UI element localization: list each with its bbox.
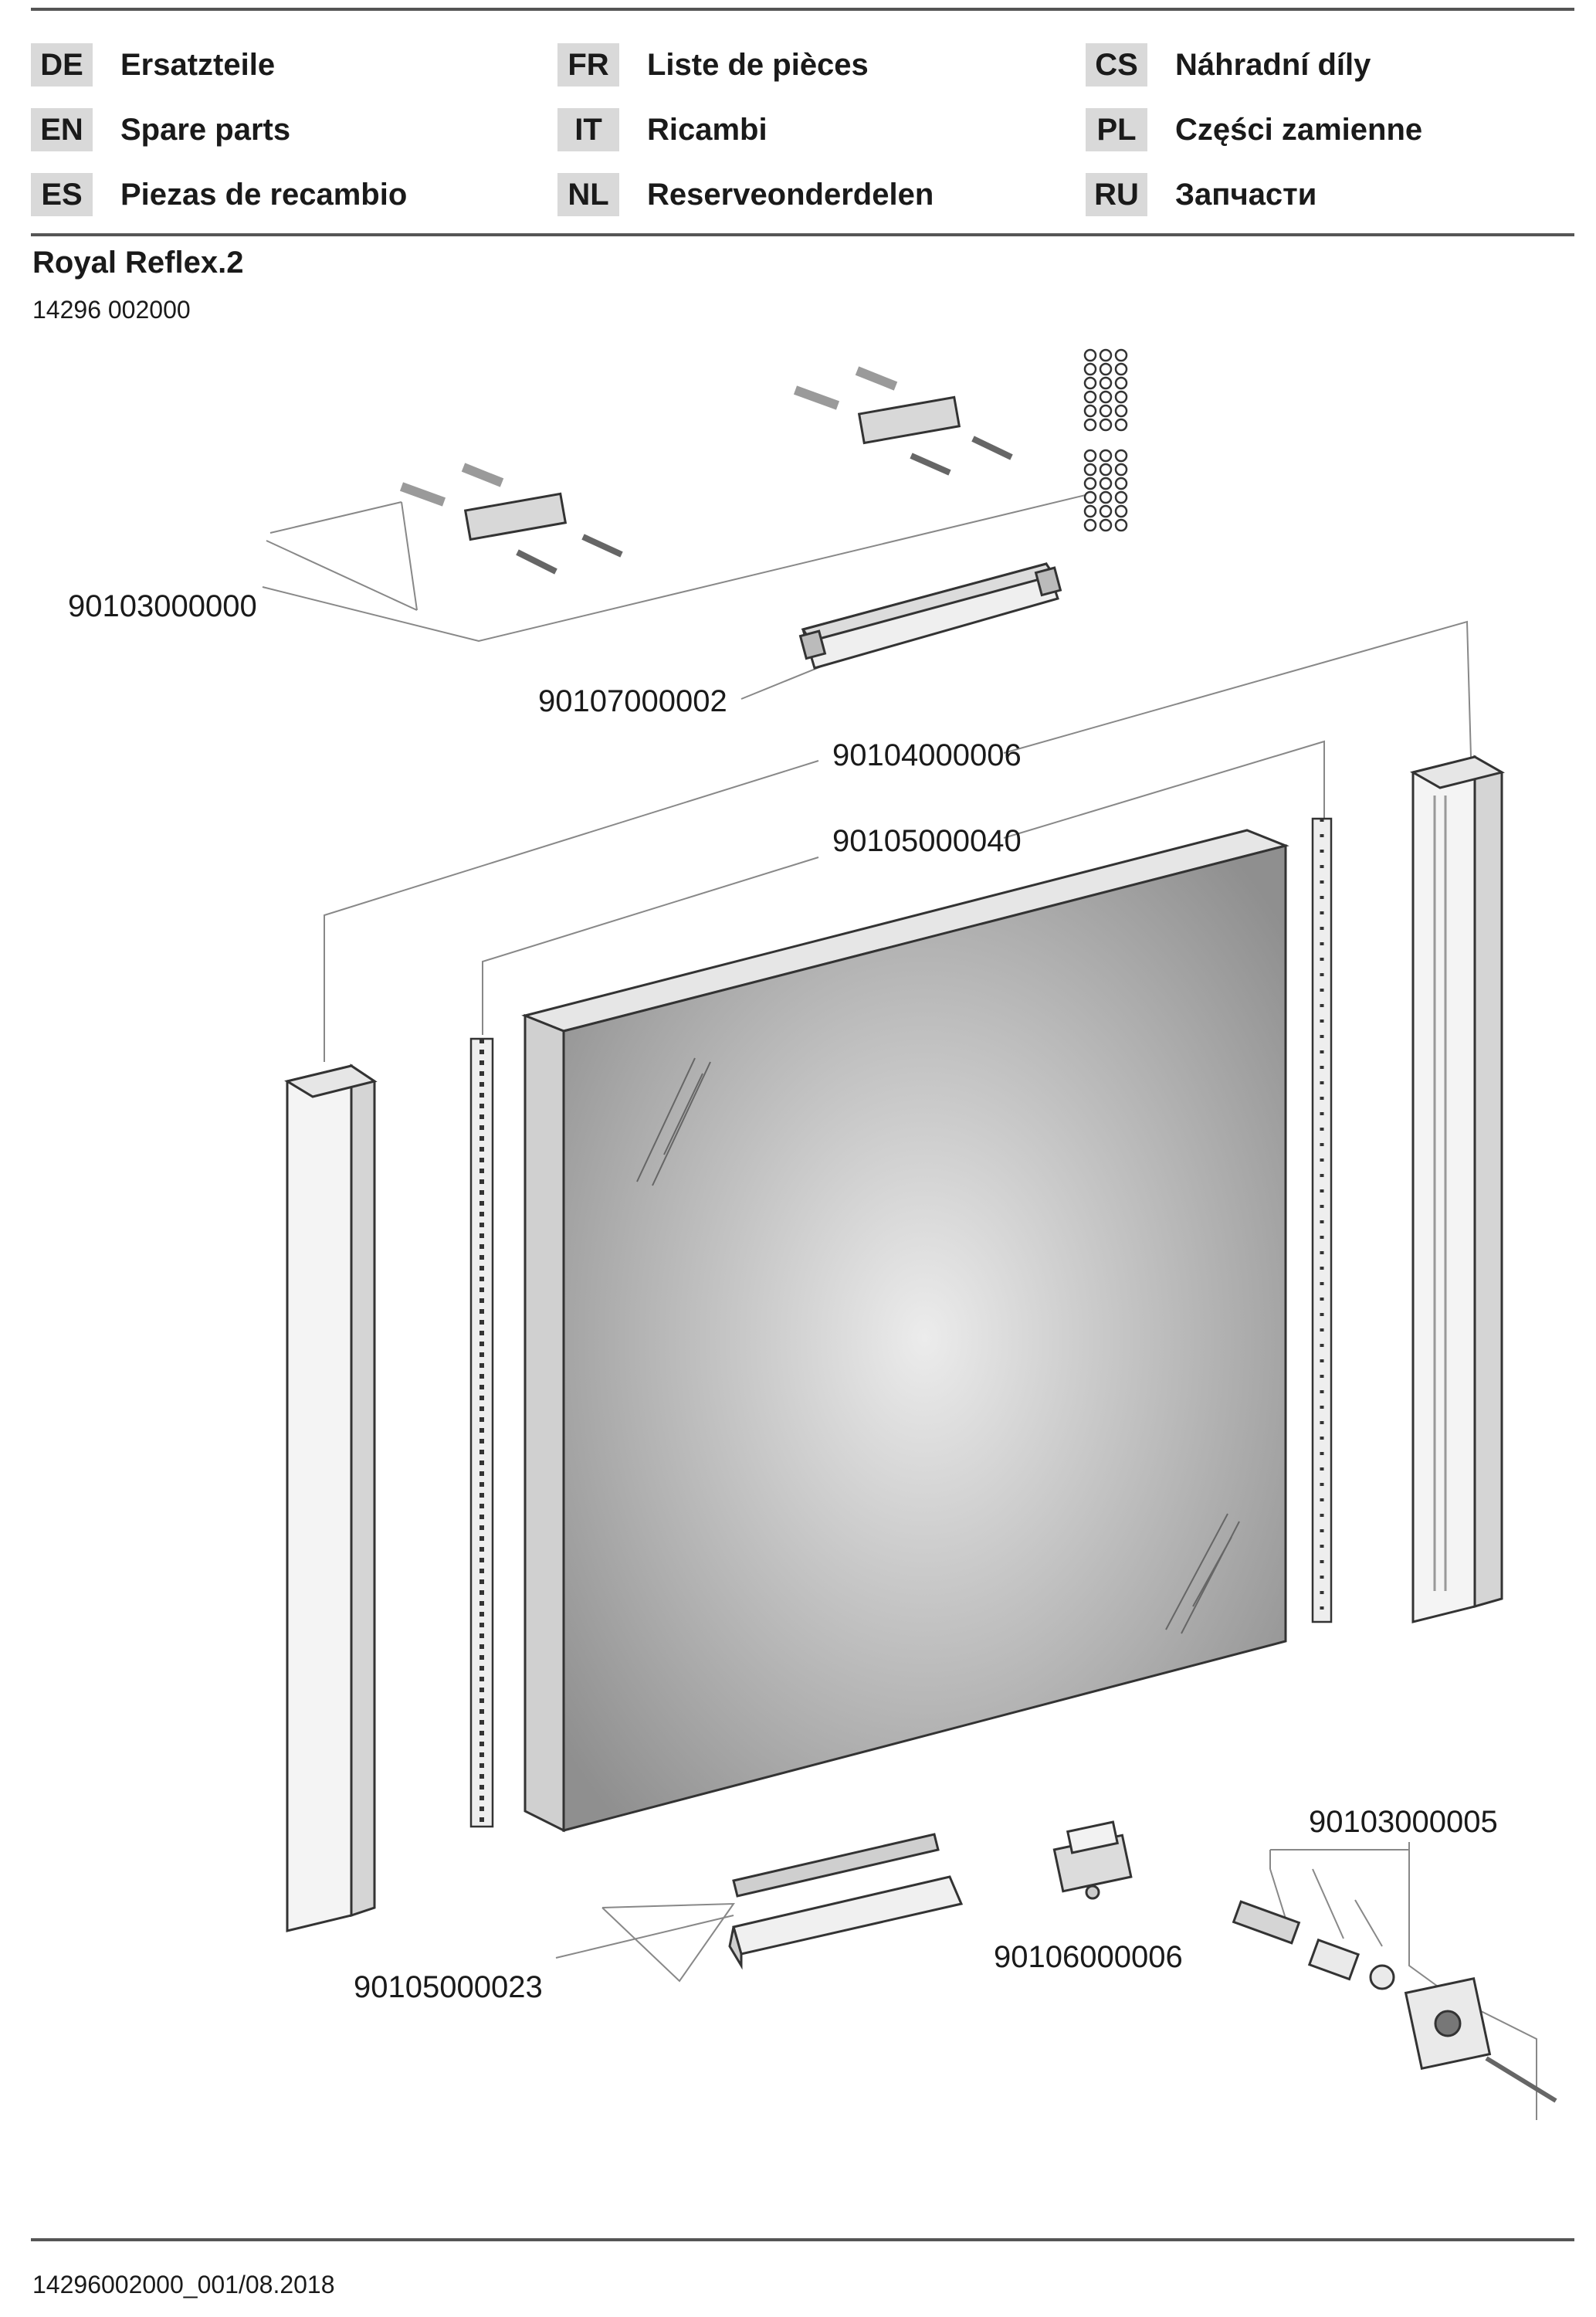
glass-reflection-marks [636,1057,1240,1634]
language-column-1: DE Ersatzteile EN Spare parts ES Piezas de … [31,32,540,227]
footer-divider [31,2238,1574,2241]
part-number-driver: 90107000002 [538,684,727,718]
mirror-cabinet [521,829,1289,1833]
language-row: NL Reserveonderdelen [557,162,1067,227]
mirror-glass [562,844,1287,1832]
language-label: Liste de pièces [647,47,869,82]
language-label: Części zamienne [1175,112,1423,147]
language-code: IT [557,108,619,151]
right-side-profile [1410,755,1505,1623]
washer-stack [1083,348,1128,532]
language-code: FR [557,43,619,87]
language-code: NL [557,173,619,216]
language-row: RU Запчасти [1086,162,1595,227]
part-number-wall-fixing: 90103000005 [1309,1805,1498,1839]
part-number-bottom-light: 90105000023 [354,1970,543,2004]
header-divider [31,233,1574,236]
language-row: FR Liste de pièces [557,32,1067,97]
document-code: 14296002000_001/08.2018 [32,2271,335,2298]
driver-box [798,562,1062,670]
language-row: EN Spare parts [31,97,540,162]
language-row: DE Ersatzteile [31,32,540,97]
language-label: Ricambi [647,112,768,147]
leader-lines [262,494,1537,2120]
language-code: CS [1086,43,1147,87]
bracket-left [399,463,623,575]
left-side-profile [284,1064,378,1932]
language-code: RU [1086,173,1147,216]
language-row: CS Náhradní díly [1086,32,1595,97]
language-label: Ersatzteile [120,47,276,82]
language-code: DE [31,43,93,87]
part-number-side-profile: 90104000006 [832,738,1022,772]
article-number: 14296 002000 [32,296,191,324]
top-rule [31,8,1574,11]
part-number-led-strip: 90105000040 [832,824,1022,858]
led-strip-left [469,1037,494,1828]
language-label: Spare parts [120,112,291,147]
bottom-light-bar [728,1833,964,1970]
led-strip-right [1311,817,1333,1623]
language-label: Piezas de recambio [120,177,408,212]
language-legend: DE Ersatzteile EN Spare parts ES Piezas de … [31,32,1575,218]
language-column-3: CS Náhradní díly PL Części zamienne RU Запч… [1086,32,1595,227]
part-number-socket: 90106000006 [994,1940,1183,1974]
wall-fixing-kit [1232,1900,1557,2103]
mounting-kit-illustration [399,348,1128,575]
language-label: Náhradní díly [1175,47,1371,82]
bracket-right [793,366,1013,476]
product-title: Royal Reflex.2 [32,246,244,280]
language-row: IT Ricambi [557,97,1067,162]
part-number-mounting-kit: 90103000000 [68,589,257,623]
language-label: Запчасти [1175,177,1317,212]
language-row: ES Piezas de recambio [31,162,540,227]
language-code: PL [1086,108,1147,151]
language-label: Reserveonderdelen [647,177,934,212]
language-code: ES [31,173,93,216]
socket-component [1052,1820,1133,1900]
language-code: EN [31,108,93,151]
language-column-2: FR Liste de pièces IT Ricambi NL Reserveond… [557,32,1067,227]
language-row: PL Części zamienne [1086,97,1595,162]
